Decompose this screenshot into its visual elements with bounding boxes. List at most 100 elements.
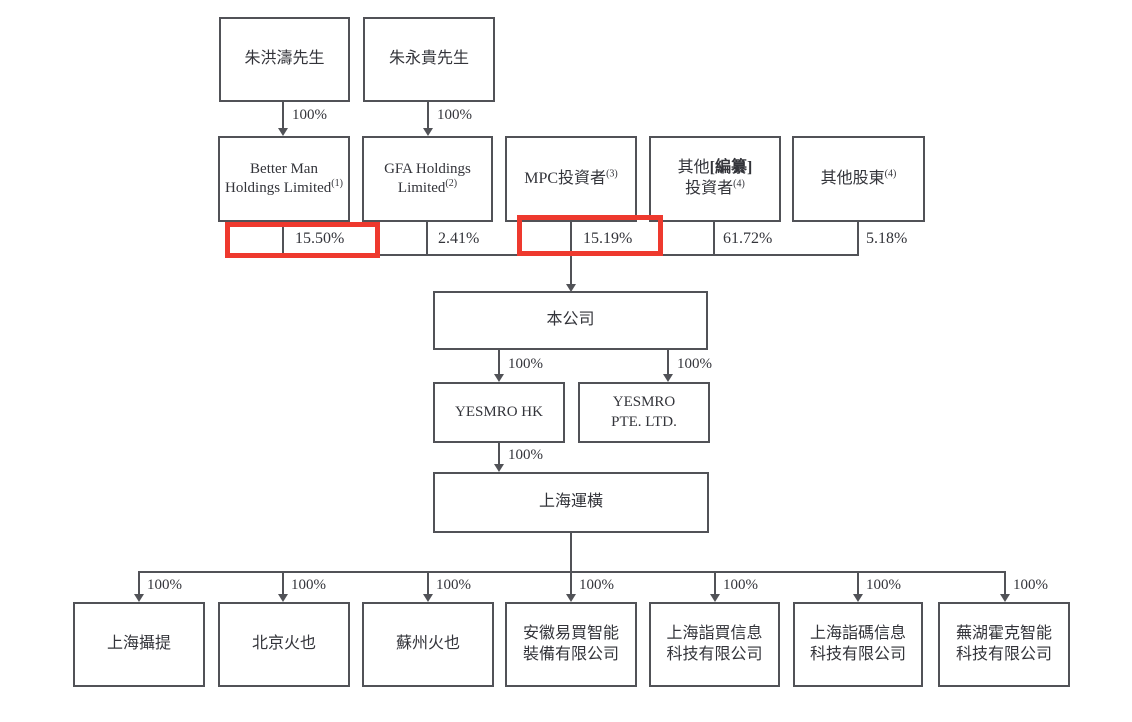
footnote-sup: (1) bbox=[331, 178, 343, 189]
arrowhead-down-icon bbox=[494, 374, 504, 382]
connector-line bbox=[857, 573, 859, 594]
subsidiary-name: 上海詣碼信息 科技有限公司 bbox=[809, 624, 906, 663]
subsidiary-box-shanghai-sheti: 上海攝提 bbox=[73, 602, 205, 687]
subsidiary-box-wuhu-huoke: 蕪湖霍克智能 科技有限公司 bbox=[938, 602, 1070, 687]
shareholder-name-text: GFA Holdings Limited bbox=[384, 160, 471, 197]
percent-label: 15.19% bbox=[583, 230, 633, 247]
percent-label: 15.50% bbox=[295, 230, 345, 247]
shareholder-box-better-man: Better Man Holdings Limited(1) bbox=[218, 136, 350, 222]
wfoe-name: 上海運橫 bbox=[538, 493, 603, 511]
footnote-sup: (4) bbox=[733, 178, 745, 190]
arrowhead-down-icon bbox=[853, 594, 863, 602]
highlight-box-15-19-percent bbox=[517, 215, 663, 256]
ownership-label: 100% bbox=[1013, 577, 1048, 593]
connector-line bbox=[570, 222, 572, 256]
subsidiary-name: 上海詣買信息 科技有限公司 bbox=[666, 624, 763, 663]
arrowhead-down-icon bbox=[663, 374, 673, 382]
company-name: 本公司 bbox=[546, 311, 595, 329]
arrowhead-down-icon bbox=[494, 464, 504, 472]
ownership-label: 100% bbox=[147, 577, 182, 593]
arrowhead-down-icon bbox=[710, 594, 720, 602]
shareholder-name-text: Better Man Holdings Limited bbox=[225, 160, 332, 197]
person-box-zhu-hongtao: 朱洪濤先生 bbox=[219, 17, 350, 102]
subsidiary-name: 蕪湖霍克智能 科技有限公司 bbox=[955, 624, 1052, 663]
subsidiary-name: 北京火也 bbox=[251, 635, 316, 653]
subsidiary-name: YESMRO PTE. LTD. bbox=[611, 394, 677, 430]
highlight-box-15-50-percent bbox=[225, 222, 380, 258]
ownership-label: 100% bbox=[291, 577, 326, 593]
footnote-sup: (2) bbox=[445, 178, 458, 189]
connector-line bbox=[714, 573, 716, 594]
ownership-label: 100% bbox=[723, 577, 758, 593]
redacted-bracket: [編纂] bbox=[709, 159, 753, 177]
shareholder-name: Better Man Holdings Limited(1) bbox=[223, 160, 345, 199]
arrowhead-down-icon bbox=[423, 128, 433, 136]
connector-line bbox=[282, 101, 284, 128]
arrowhead-down-icon bbox=[278, 594, 288, 602]
subsidiary-box-yesmro-pte: YESMRO PTE. LTD. bbox=[578, 382, 710, 443]
connector-line bbox=[427, 573, 429, 594]
shareholder-name-text: 其他 bbox=[677, 159, 710, 177]
connector-line bbox=[1004, 573, 1006, 594]
shareholder-name: 其他股東(4) bbox=[821, 169, 897, 190]
ownership-label: 100% bbox=[579, 577, 614, 593]
connector-line bbox=[138, 573, 140, 594]
shareholder-box-mpc: MPC投資者(3) bbox=[505, 136, 637, 222]
connector-line bbox=[570, 573, 572, 594]
ownership-label: 100% bbox=[508, 447, 543, 463]
shareholder-box-gfa: GFA Holdings Limited(2) bbox=[362, 136, 493, 222]
connector-line bbox=[498, 443, 500, 465]
footnote-sup: (3) bbox=[606, 168, 618, 180]
arrowhead-down-icon bbox=[566, 284, 576, 292]
connector-line bbox=[570, 533, 572, 573]
connector-line bbox=[857, 222, 859, 256]
connector-line bbox=[498, 350, 500, 375]
arrowhead-down-icon bbox=[278, 128, 288, 136]
ownership-label: 100% bbox=[677, 356, 712, 372]
shareholder-name-text: 其他股東 bbox=[820, 169, 885, 187]
connector-line bbox=[570, 256, 572, 284]
connector-line bbox=[426, 222, 428, 256]
company-box: 本公司 bbox=[433, 291, 708, 350]
subsidiary-box-suzhou-huoye: 蘇州火也 bbox=[362, 602, 494, 687]
subsidiary-box-shanghai-yima: 上海詣碼信息 科技有限公司 bbox=[793, 602, 923, 687]
subsidiary-box-shanghai-yimai: 上海詣買信息 科技有限公司 bbox=[649, 602, 780, 687]
ownership-label: 100% bbox=[508, 356, 543, 372]
connector-line bbox=[427, 101, 429, 128]
subsidiary-name: YESMRO HK bbox=[455, 403, 543, 420]
connector-line bbox=[282, 222, 284, 256]
arrowhead-down-icon bbox=[134, 594, 144, 602]
arrowhead-down-icon bbox=[423, 594, 433, 602]
shareholder-box-other-shareholders: 其他股東(4) bbox=[792, 136, 925, 222]
shareholder-name-text: 投資者 bbox=[685, 180, 734, 197]
shareholder-name-text: MPC投資者 bbox=[524, 169, 607, 187]
shareholder-box-other-investors: 其他[編纂] 投資者(4) bbox=[649, 136, 781, 222]
subsidiary-box-beijing-huoye: 北京火也 bbox=[218, 602, 350, 687]
shareholder-name: MPC投資者(3) bbox=[524, 169, 617, 190]
arrowhead-down-icon bbox=[1000, 594, 1010, 602]
subsidiary-box-yesmro-hk: YESMRO HK bbox=[433, 382, 565, 443]
percent-label: 61.72% bbox=[723, 230, 773, 247]
connector-bus-line bbox=[138, 571, 1006, 573]
ownership-label: 100% bbox=[292, 107, 327, 123]
person-box-zhu-yonggui: 朱永貴先生 bbox=[363, 17, 495, 102]
subsidiary-name: 蘇州火也 bbox=[395, 635, 460, 653]
connector-line bbox=[667, 350, 669, 375]
shareholder-name: 其他[編纂] 投資者(4) bbox=[678, 158, 753, 200]
arrowhead-down-icon bbox=[566, 594, 576, 602]
percent-label: 5.18% bbox=[866, 230, 908, 247]
wfoe-box-shanghai-yunheng: 上海運橫 bbox=[433, 472, 709, 533]
person-name: 朱永貴先生 bbox=[388, 50, 469, 68]
ownership-label: 100% bbox=[866, 577, 901, 593]
footnote-sup: (4) bbox=[884, 168, 897, 180]
connector-line bbox=[713, 222, 715, 256]
subsidiary-box-anhui-yimai: 安徽易買智能 裝備有限公司 bbox=[505, 602, 637, 687]
percent-label: 2.41% bbox=[438, 230, 480, 247]
shareholder-name: GFA Holdings Limited(2) bbox=[367, 160, 488, 199]
subsidiary-name: 安徽易買智能 裝備有限公司 bbox=[522, 624, 619, 663]
ownership-label: 100% bbox=[436, 577, 471, 593]
connector-line bbox=[282, 573, 284, 594]
person-name: 朱洪濤先生 bbox=[244, 50, 325, 68]
subsidiary-name: 上海攝提 bbox=[106, 635, 171, 653]
